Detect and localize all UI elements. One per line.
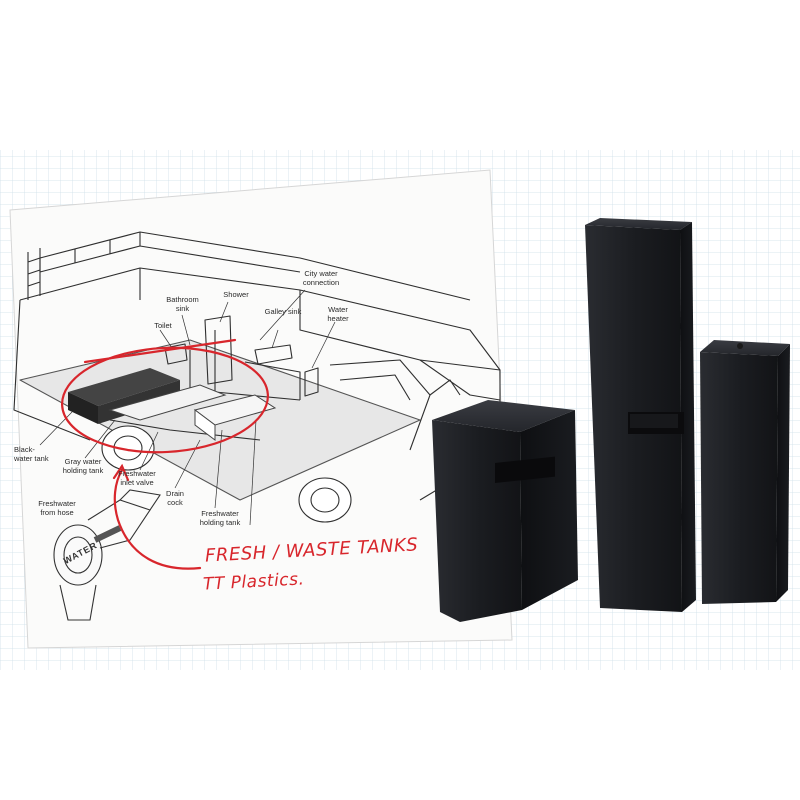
label-toilet: Toilet	[154, 321, 172, 330]
label-freshwater-inlet: Freshwater inlet valve	[118, 469, 156, 487]
label-drain-cock: Drain cock	[166, 489, 184, 507]
tank-short	[432, 400, 578, 622]
tank-tall	[585, 218, 696, 612]
gray-water-tank	[108, 384, 227, 421]
label-black-water-tank: Black-water tank	[14, 445, 49, 463]
product-photo-tanks	[432, 218, 790, 622]
tank-slim	[700, 340, 790, 604]
tank-highlight-ellipse	[61, 346, 269, 454]
label-freshwater-hose: Freshwater from hose	[38, 499, 76, 517]
label-freshwater-tank: Freshwater holding tank	[199, 509, 241, 527]
freshwater-inlet-illustration	[53, 489, 161, 621]
label-gray-water-tank: Gray water holding tank	[62, 457, 104, 475]
label-city-water: City water connection	[302, 269, 340, 287]
black-water-tank	[68, 368, 180, 406]
label-water-heater: Water heater	[327, 305, 349, 323]
annotation-arrow	[113, 468, 202, 570]
label-shower: Shower	[223, 290, 249, 299]
label-galley-sink: Galley sink	[264, 307, 302, 316]
rv-plumbing-diagram	[9, 169, 513, 649]
label-bathroom-sink: Bathroom sink	[166, 295, 199, 313]
